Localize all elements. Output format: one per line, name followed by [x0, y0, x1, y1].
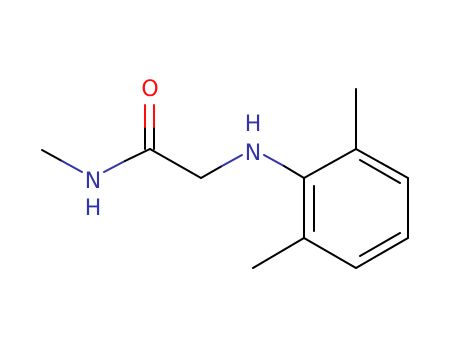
ring-bond-c4-c5 [355, 237, 409, 269]
amine-hydrogen-label: H [245, 112, 262, 137]
amide-hydrogen-label: H [85, 196, 102, 221]
bond-methylene-nitrogen [200, 165, 223, 179]
bond-carbonyl-methylene [149, 148, 202, 179]
ring-double-bond-c2-c3 [359, 159, 401, 184]
oxygen-label: O [141, 77, 158, 102]
ring-bond-c1-c2 [303, 148, 357, 179]
bond-nitrogen-ring-n-half [263, 154, 285, 167]
bond-nitrogen-ring [283, 165, 305, 179]
ring-bond-c2-c3 [355, 148, 409, 179]
bond-nitrogen-carbonyl [124, 148, 151, 162]
bond-ring-bottom-methyl [252, 237, 305, 269]
ring-bond-c5-c6 [303, 237, 357, 269]
bond-methylene-nitrogen-n-half [221, 154, 243, 167]
bond-nitrogen-carbonyl-n-half [103, 160, 126, 173]
ring-double-bond-c4-c5 [359, 232, 401, 257]
bond-methyl-nitrogen [41, 149, 63, 162]
amine-nitrogen-label: N [245, 141, 261, 166]
amide-nitrogen-label: N [85, 169, 101, 194]
bond-methyl-nitrogen-n-half [61, 160, 83, 173]
